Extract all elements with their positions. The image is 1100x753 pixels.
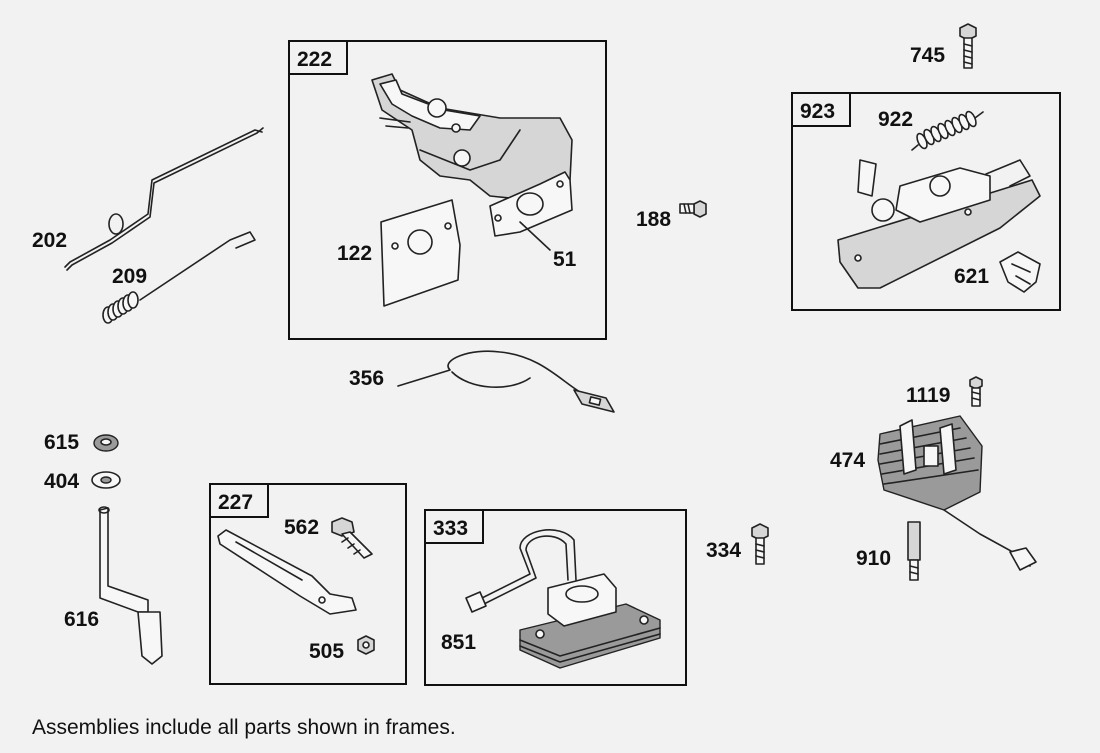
screw-1119-illustration [969, 376, 983, 407]
part-label-505: 505 [309, 640, 344, 663]
part-label-188: 188 [636, 208, 671, 231]
control-bracket-222-illustration [371, 73, 573, 201]
part-label-910: 910 [856, 547, 891, 570]
washer-404-illustration [91, 471, 121, 489]
part-label-851: 851 [441, 631, 476, 654]
part-label-616: 616 [64, 608, 99, 631]
frame-227: 227 [209, 483, 407, 685]
nut-615-illustration [93, 434, 119, 452]
frame-333: 333 [424, 509, 687, 686]
spring-922-illustration [911, 110, 984, 151]
screw-334-illustration [751, 523, 769, 565]
footnote: Assemblies include all parts shown in fr… [32, 716, 456, 739]
frame-923: 923 [791, 92, 1061, 311]
frame-222: 222 [288, 40, 607, 340]
part-label-51: 51 [553, 248, 577, 271]
part-label-745: 745 [910, 44, 945, 67]
part-label-122: 122 [337, 242, 372, 265]
nut-505-illustration [357, 635, 375, 655]
governor-link-202-illustration [64, 127, 264, 271]
part-label-356: 356 [349, 367, 384, 390]
part-label-615: 615 [44, 431, 79, 454]
part-label-404: 404 [44, 470, 79, 493]
frame-label-333: 333 [433, 517, 468, 540]
ignition-coil-333-illustration [465, 529, 661, 669]
stud-910-illustration [907, 521, 921, 581]
frame-label-923: 923 [800, 100, 835, 123]
governor-spring-209-illustration [102, 231, 256, 324]
gasket-122-illustration [380, 199, 461, 307]
ground-wire-356-illustration [397, 350, 615, 413]
part-label-202: 202 [32, 229, 67, 252]
armature-474-illustration [877, 415, 1037, 571]
clip-621-illustration [999, 251, 1041, 293]
frame-label-222: 222 [297, 48, 332, 71]
part-label-562: 562 [284, 516, 319, 539]
part-label-621: 621 [954, 265, 989, 288]
bolt-745-illustration [959, 23, 977, 69]
part-label-334: 334 [706, 539, 741, 562]
part-label-1119: 1119 [906, 384, 950, 407]
part-label-209: 209 [112, 265, 147, 288]
frame-label-227: 227 [218, 491, 253, 514]
gasket-51-illustration [489, 171, 573, 251]
screw-562-illustration [331, 517, 373, 559]
control-plate-923-illustration [837, 159, 1041, 289]
screw-188-illustration [679, 200, 707, 218]
control-shaft-616-illustration [98, 506, 163, 665]
part-label-474: 474 [830, 449, 865, 472]
part-label-922: 922 [878, 108, 913, 131]
lever-227-illustration [217, 529, 357, 615]
